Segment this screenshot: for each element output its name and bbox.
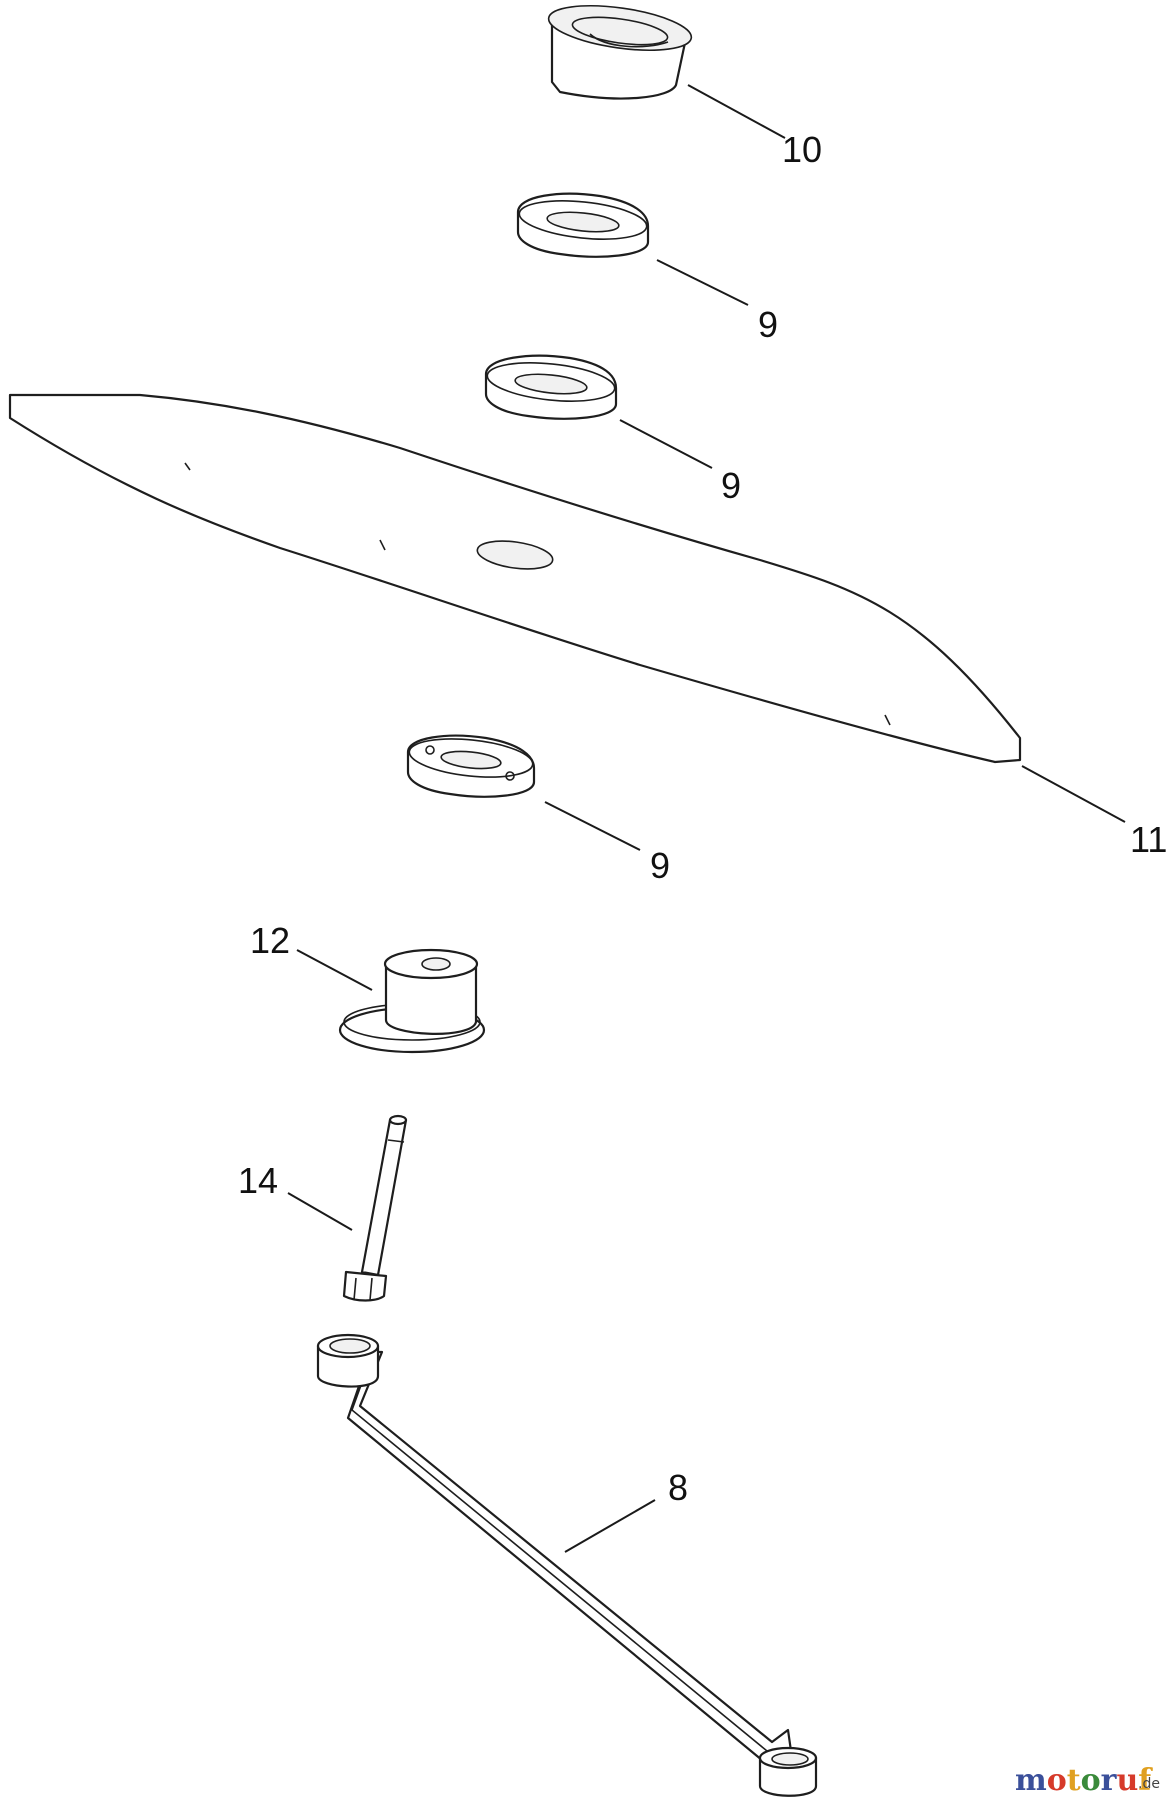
svg-text:motoruf: motoruf <box>1015 1763 1153 1798</box>
callouts: 10 9 9 11 9 12 14 8 <box>238 129 1167 1508</box>
flanged-spacer-part <box>338 948 486 1054</box>
watermark-letter: r <box>1101 1763 1118 1798</box>
callout-9-b: 9 <box>721 465 741 506</box>
callout-14: 14 <box>238 1160 278 1201</box>
leader-12 <box>296 949 373 991</box>
watermark-letter: t <box>1067 1763 1081 1798</box>
spacer-washer-upper <box>516 192 650 258</box>
callout-8: 8 <box>668 1467 688 1508</box>
leader-9-c <box>544 801 641 851</box>
callout-11: 11 <box>1130 819 1167 860</box>
callout-9-a: 9 <box>758 304 778 345</box>
leader-lines <box>287 84 1126 1553</box>
leader-10 <box>687 84 786 139</box>
leader-11 <box>1021 765 1126 823</box>
blade-part <box>8 393 1022 764</box>
cup-part <box>547 5 693 100</box>
leader-9-b <box>619 419 713 469</box>
watermark-letter: u <box>1116 1763 1138 1798</box>
spacer-washer-middle <box>484 354 618 420</box>
bolt-part <box>342 1114 408 1302</box>
leader-9-a <box>656 259 749 306</box>
callout-12: 12 <box>250 920 290 961</box>
watermark-letter: o <box>1081 1763 1101 1798</box>
watermark-logo: motoruf .de <box>1015 1763 1160 1798</box>
leader-8 <box>564 1499 656 1553</box>
leader-14 <box>287 1192 353 1231</box>
wrench-part <box>316 1333 818 1797</box>
spacer-washer-lower <box>406 734 536 798</box>
watermark-suffix: .de <box>1138 1776 1160 1792</box>
callout-9-c: 9 <box>650 845 670 886</box>
watermark-letter: m <box>1015 1763 1047 1798</box>
watermark-letter: o <box>1047 1763 1067 1798</box>
watermark-letter: f <box>1138 1763 1153 1798</box>
callout-10: 10 <box>782 129 822 170</box>
